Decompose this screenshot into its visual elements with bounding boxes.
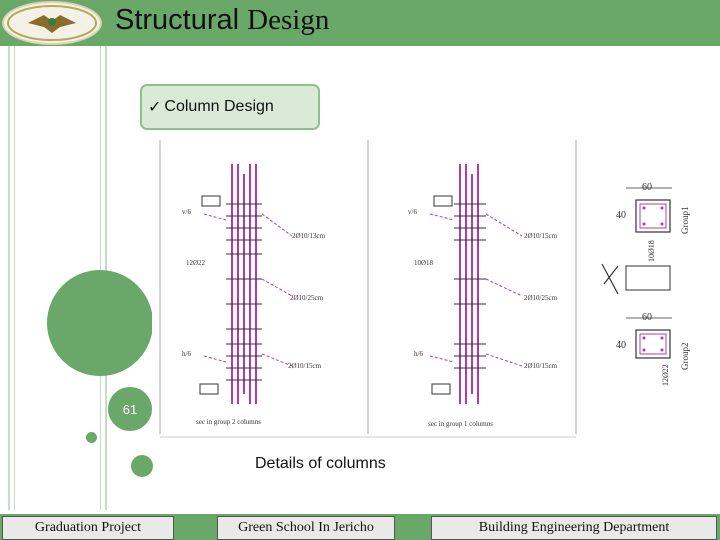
right-column-elevation: v/6 10Ø18 2Ø10/15cm 2Ø10/25cm h/6 2Ø10/1… [408,164,558,428]
left-label: 2Ø10/15cm [288,362,322,370]
section-dim: 60 [642,182,652,193]
section-inner: 12Ø22 [661,364,670,386]
footer-right: Building Engineering Department [431,516,717,540]
right-label: 2Ø10/15cm [524,232,558,240]
left-label: 2Ø10/13cm [292,232,326,240]
left-caption: sec in group 2 columns [196,418,261,426]
column-drawing: v/6 12Ø22 2Ø10/13cm 2Ø10/25cm h/6 2Ø10/1… [152,134,700,446]
left-label: 2Ø10/25cm [290,294,324,302]
logo [2,1,102,45]
decor-circle-large [47,270,153,376]
slide-title-part2: Design [247,4,330,36]
section-side: 40 [616,210,626,221]
cross-sections: 60 40 10Ø18 Group1 60 40 12Ø22 Group2 [601,182,690,386]
figure-caption: Details of columns [255,455,386,472]
right-label: h/6 [414,350,423,358]
left-label: 12Ø22 [186,259,206,267]
right-label: v/6 [408,208,417,216]
right-caption: sec in group 1 columns [428,420,493,428]
left-label: h/6 [182,350,191,358]
section-side: 40 [616,340,626,351]
decor-circle-medium [131,455,153,477]
right-label: 2Ø10/15cm [524,362,558,370]
divider-line [8,46,10,510]
left-column-elevation: v/6 12Ø22 2Ø10/13cm 2Ø10/25cm h/6 2Ø10/1… [182,164,326,426]
footer-left: Graduation Project [2,516,174,540]
slide-title: Structural Design [115,4,329,37]
section-group: Group1 [680,207,690,235]
section-dim: 60 [642,312,652,323]
right-label: 2Ø10/25cm [524,294,558,302]
section-group: Group2 [680,343,690,371]
left-label: v/6 [182,208,191,216]
page-number: 61 [108,387,152,431]
section-inner: 10Ø18 [647,240,656,262]
divider-line [14,46,15,510]
check-icon: ✓ [148,99,162,116]
slide-title-part1: Structural [115,4,240,36]
footer-center: Green School In Jericho [217,516,395,540]
header-bar [0,0,720,46]
subtitle-label: Column Design [164,98,274,115]
right-label: 10Ø18 [414,259,434,267]
decor-circle-small [86,432,97,443]
subtitle-box: ✓ Column Design [140,84,320,130]
